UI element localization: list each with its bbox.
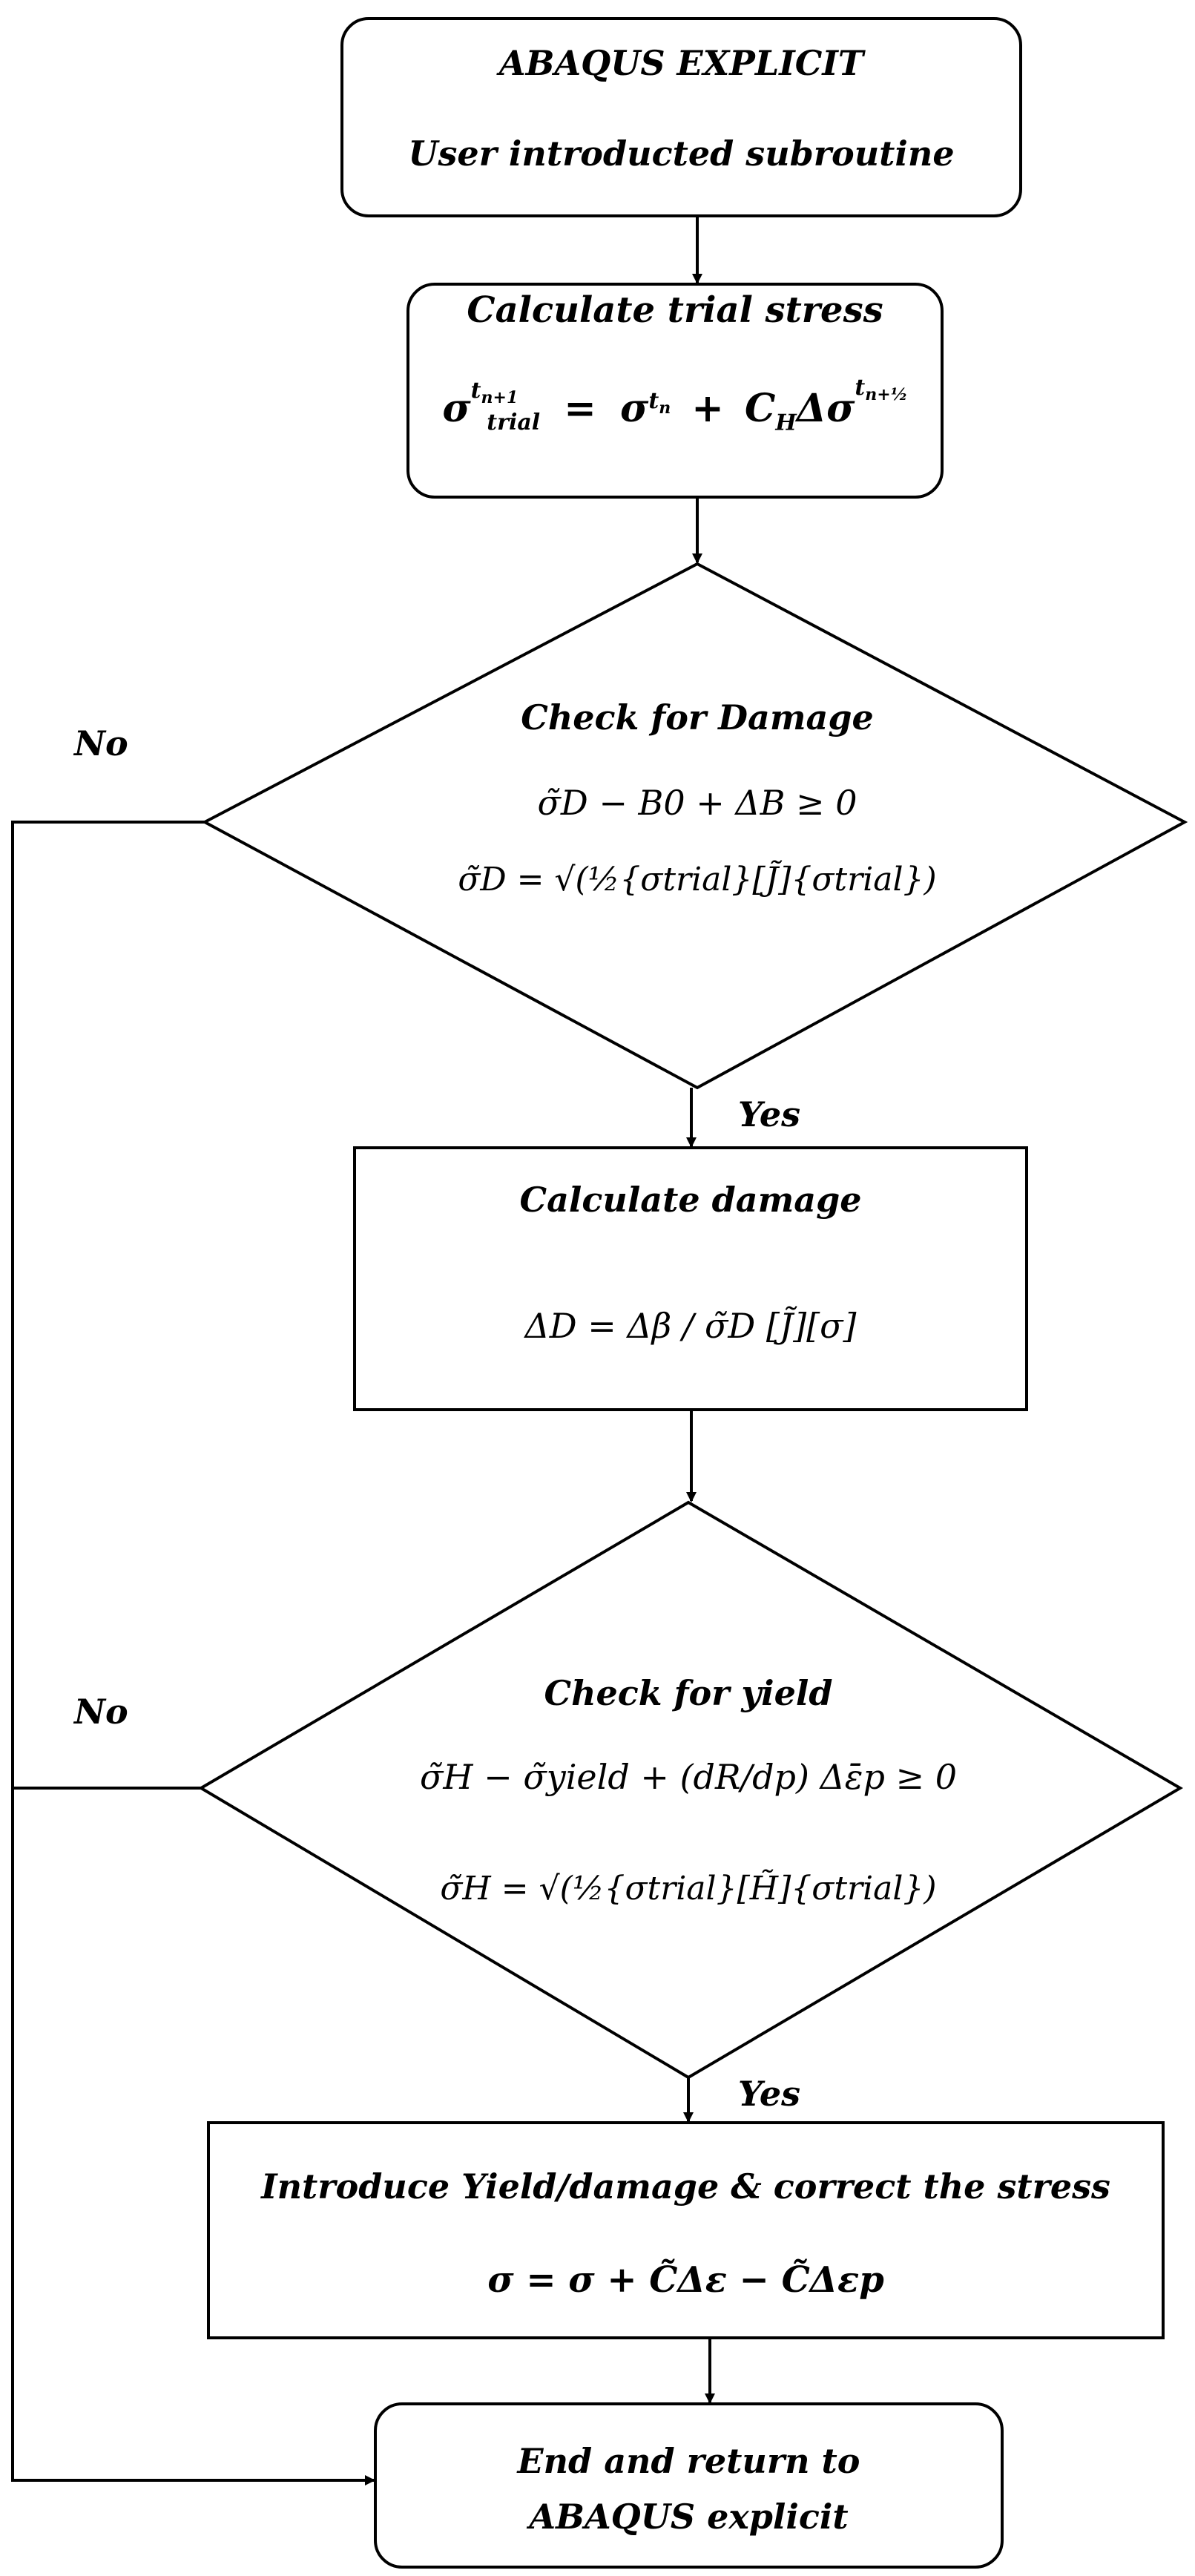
- yield-check-title: Check for yield: [544, 1673, 833, 1713]
- yield-check-eq1: σ̃H − σ̃yield + (dR/dp) Δε̄p ≥ 0: [420, 1757, 957, 1797]
- start-line2: User introducted subroutine: [408, 134, 955, 174]
- end-line1: End and return to: [517, 2441, 860, 2481]
- trial-equation: σtn+1trial = σtn + CHΔσtn+½: [442, 374, 908, 436]
- end-box: [374, 2402, 1004, 2569]
- start-line1: ABAQUS EXPLICIT: [498, 43, 864, 83]
- damage-check-title: Check for Damage: [521, 697, 874, 737]
- damage-check-eq1: σ̃D − B0 + ΔB ≥ 0: [537, 783, 857, 823]
- trial-title: Calculate trial stress: [467, 289, 883, 331]
- edge-label-no-yield: No: [74, 1692, 128, 1732]
- damage-decision-diamond: [201, 562, 1188, 1090]
- yield-check-eq2: σ̃H = √(½{σtrial}[H̃]{σtrial}): [440, 1870, 937, 1908]
- start-box: [340, 17, 1022, 217]
- edge-label-yes-yield: Yes: [738, 2074, 801, 2114]
- correct-eq: σ = σ + C̃Δε − C̃Δεp: [487, 2259, 884, 2301]
- edge-label-no-damage: No: [74, 723, 128, 763]
- correct-stress-box: [207, 2121, 1165, 2339]
- edge-damage-no: [11, 821, 375, 2485]
- trial-stress-box: [406, 283, 944, 499]
- edge-label-yes-damage: Yes: [738, 1094, 801, 1134]
- calc-damage-title: Calculate damage: [519, 1180, 862, 1220]
- correct-title: Introduce Yield/damage & correct the str…: [261, 2166, 1110, 2207]
- calc-damage-eq: ΔD = Δβ / σ̃D [J̃][σ]: [524, 1306, 857, 1346]
- end-line2: ABAQUS explicit: [529, 2497, 849, 2537]
- damage-check-eq2: σ̃D = √(½{σtrial}[J̃]{σtrial}): [458, 861, 937, 898]
